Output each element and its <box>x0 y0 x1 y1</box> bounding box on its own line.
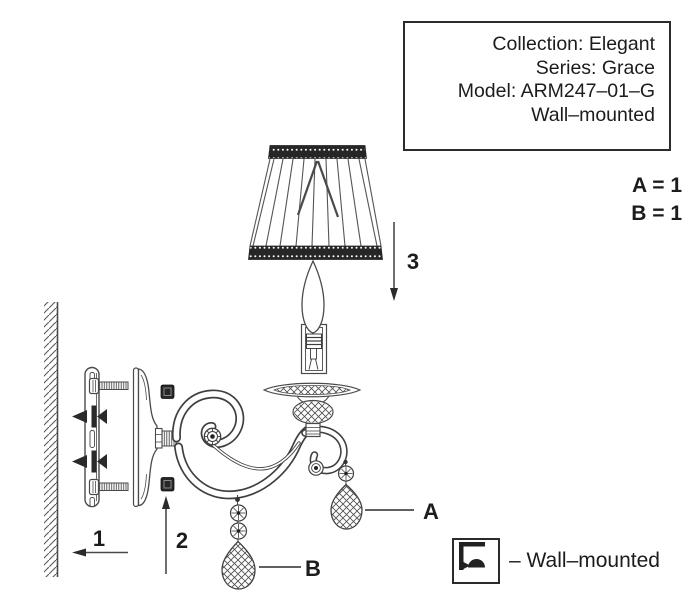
octagon-bead <box>229 522 248 540</box>
lampshade <box>248 145 383 260</box>
bobeche <box>262 382 362 406</box>
scroll-arm <box>171 389 348 500</box>
anchor-top <box>72 405 107 428</box>
teardrop-crystal-b <box>221 540 256 590</box>
arrowhead-left-icon <box>72 548 86 557</box>
anchor-bottom <box>72 450 107 473</box>
candle-bulb <box>301 259 325 334</box>
legend-box <box>452 538 500 584</box>
part-label-b: B <box>305 556 321 581</box>
step-label-2: 2 <box>176 528 188 553</box>
arrow-step2 <box>162 496 170 574</box>
legend: – Wall–mounted <box>452 538 660 584</box>
screw-top <box>88 377 129 395</box>
arrow-step3 <box>390 222 398 301</box>
octagon-bead <box>337 465 355 482</box>
teardrop-crystal-a <box>330 483 363 530</box>
plate-slot-bottom <box>89 497 95 507</box>
square-nut-top <box>160 384 175 399</box>
wall-hatch <box>44 302 58 577</box>
bulb-screw-base <box>306 333 322 370</box>
canopy-backplate <box>132 367 158 508</box>
part-quantities: A = 1 B = 1 <box>560 172 682 228</box>
info-collection: Collection: Elegant <box>492 33 655 55</box>
info-series: Series: Grace <box>535 56 655 79</box>
shade-clip <box>296 160 340 218</box>
arrowhead-up-icon <box>162 496 170 509</box>
wall-section <box>44 302 59 577</box>
shade-band-bottom <box>248 245 383 260</box>
quantity-a: A = 1 <box>632 174 682 197</box>
quantity-b: B = 1 <box>631 202 682 225</box>
scroll-rosette-left <box>203 427 222 446</box>
arrow-step1 <box>72 548 128 557</box>
scroll-rosette-right <box>308 460 324 476</box>
wall-sconce-icon <box>459 542 485 570</box>
pendant-b <box>221 494 256 590</box>
screw-bottom <box>88 478 129 496</box>
part-label-a: A <box>423 499 439 524</box>
product-info-box: Collection: Elegant Series: Grace Model:… <box>403 21 671 151</box>
plate-slot-middle <box>89 430 95 448</box>
info-model: Model: ARM247–01–G <box>457 80 655 102</box>
octagon-bead <box>229 504 248 522</box>
threaded-stud <box>154 427 177 449</box>
step-label-3: 3 <box>407 249 419 274</box>
arrowhead-down-icon <box>390 288 398 301</box>
info-mount-type: Wall–mounted <box>531 103 655 126</box>
legend-label: – Wall–mounted <box>509 549 660 572</box>
crystal-ball <box>292 399 334 425</box>
column-cylinder <box>305 422 321 438</box>
mounting-plate <box>72 366 129 508</box>
step-label-1: 1 <box>93 526 105 551</box>
square-nut-bottom <box>160 477 175 492</box>
shade-band-top <box>268 145 367 159</box>
